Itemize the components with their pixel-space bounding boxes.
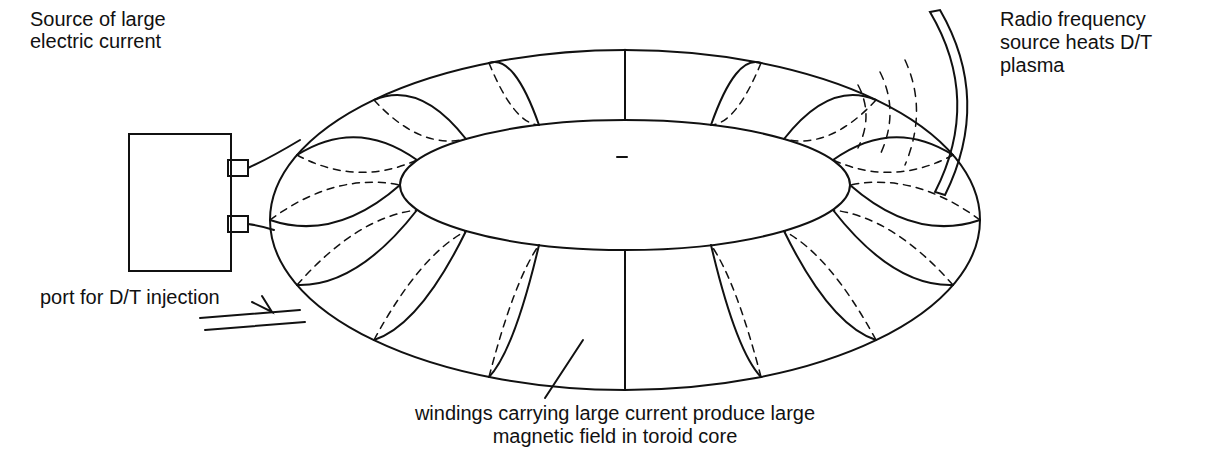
wire [248,224,274,230]
rf-waves [858,60,917,165]
torus-outer [270,50,980,390]
wire [248,140,300,168]
rf-dish [930,10,967,195]
centre-mark [617,156,627,158]
windings-label: windings carrying large current produce … [380,402,850,448]
source-heading: Source of large electric current [30,8,170,52]
windings [270,50,980,390]
injection-port [205,322,305,330]
leader-line [545,340,583,398]
current-source: Source of large electric current [30,8,250,272]
port-label: port for D/T injection [40,286,240,309]
injection-port [200,310,300,318]
rf-source-label: Radio frequency source heats D/T plasma [1000,8,1200,77]
torus-hole [400,120,850,250]
windings-hidden [270,50,980,390]
source-box [128,133,232,272]
label-arrow [252,296,272,312]
